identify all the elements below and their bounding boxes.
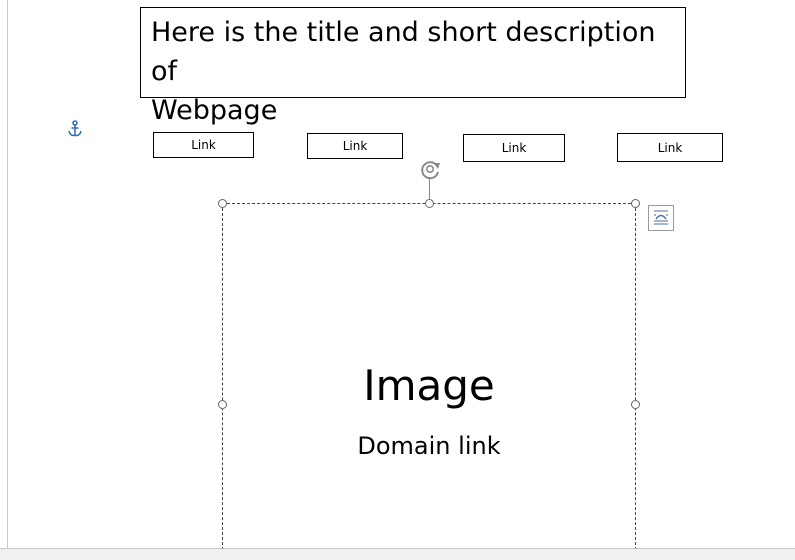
rotate-handle-icon[interactable] [418, 157, 444, 183]
status-bar [0, 548, 795, 560]
title-line-2: Webpage [151, 95, 278, 126]
nav-link-4[interactable]: Link [617, 133, 723, 162]
resize-handle-top-left[interactable] [218, 199, 227, 208]
anchor-icon[interactable] [66, 120, 84, 138]
layout-options-icon[interactable] [648, 205, 674, 231]
title-text-box[interactable]: Here is the title and short description … [140, 7, 686, 126]
nav-link-label: Link [501, 141, 527, 155]
resize-handle-middle-right[interactable] [631, 400, 640, 409]
nav-link-3[interactable]: Link [463, 134, 565, 162]
nav-link-2[interactable]: Link [307, 133, 403, 159]
nav-link-label: Link [342, 139, 368, 153]
nav-link-label: Link [657, 140, 683, 155]
domain-link-label: Domain link [357, 432, 501, 460]
image-label: Image [363, 361, 495, 410]
nav-link-label: Link [191, 138, 216, 152]
rotate-stem [429, 177, 430, 199]
resize-handle-top-right[interactable] [631, 199, 640, 208]
nav-link-1[interactable]: Link [153, 132, 254, 158]
page-margin-line [7, 0, 8, 548]
resize-handle-top-center[interactable] [425, 199, 434, 208]
title-line-1: Here is the title and short description … [151, 17, 656, 87]
resize-handle-middle-left[interactable] [218, 400, 227, 409]
